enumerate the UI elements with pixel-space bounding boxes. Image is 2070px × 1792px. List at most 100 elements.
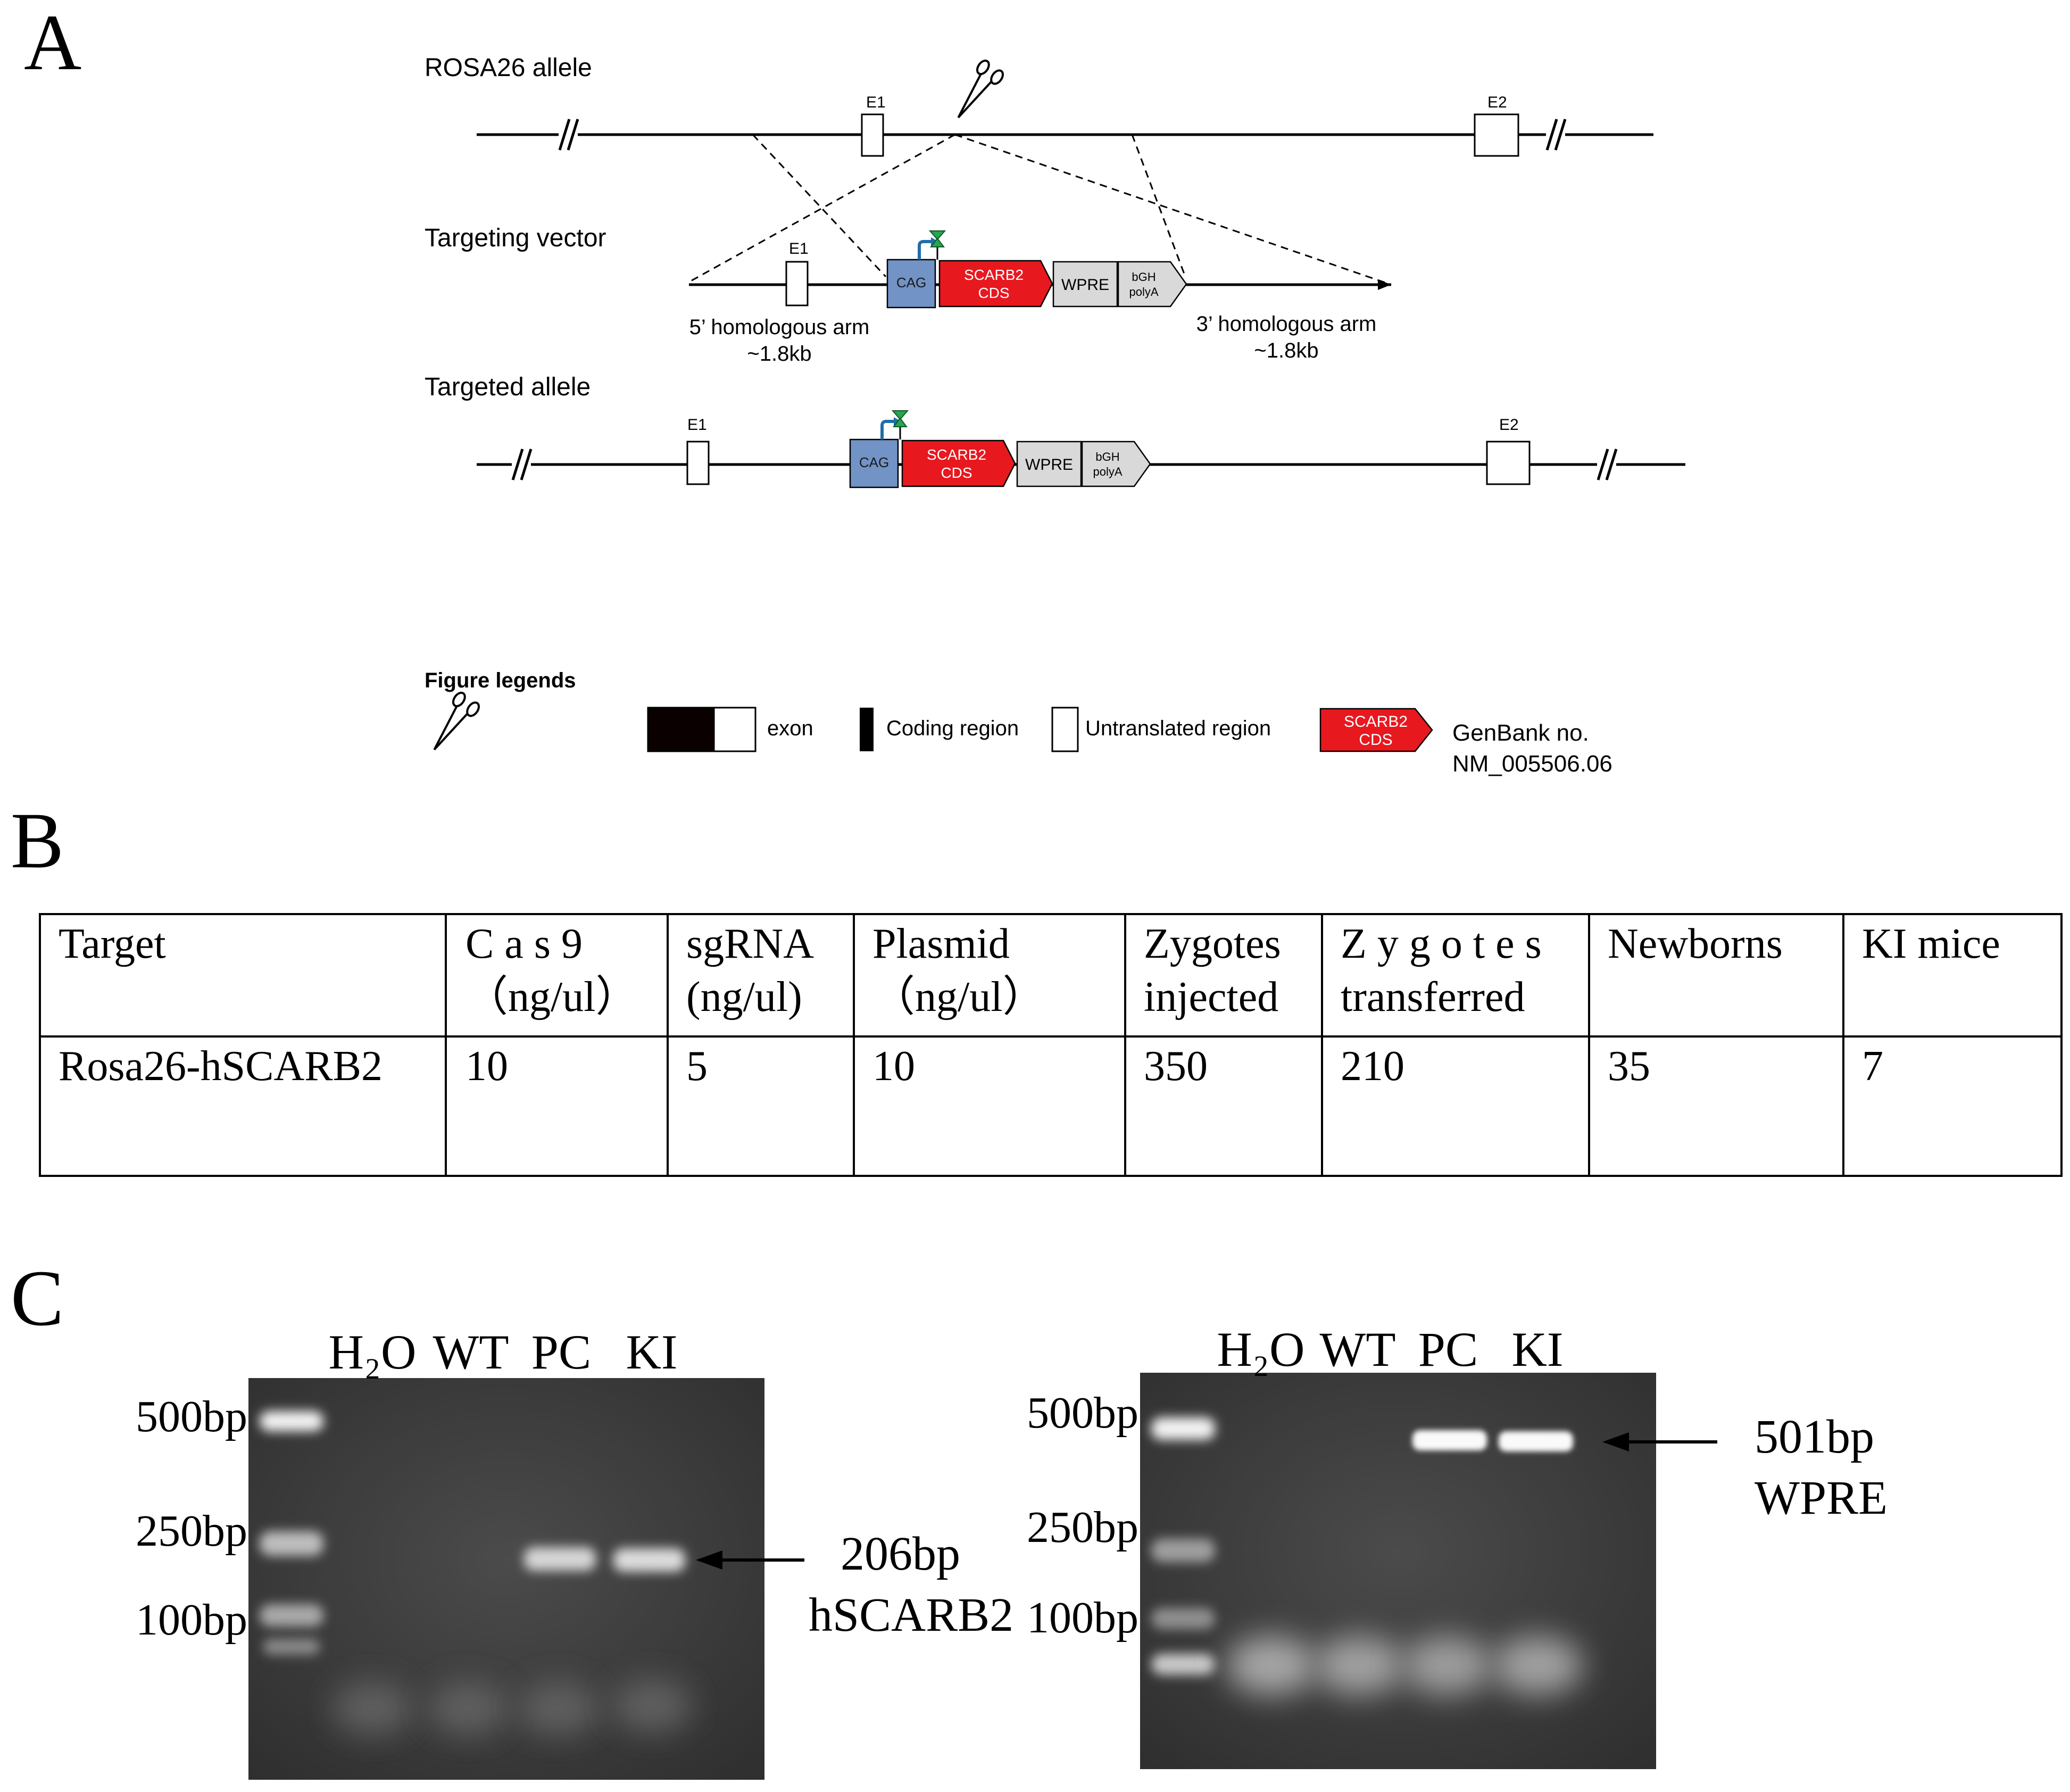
exon-e1-box (785, 261, 809, 306)
gel-left-band-size: 206bp (841, 1528, 960, 1580)
gel-left-marker-500: 500bp (136, 1392, 247, 1441)
wpre-label: WPRE (1061, 276, 1109, 294)
targeting-vector-label: Targeting vector (425, 224, 606, 252)
gel-left-band-ki (613, 1548, 685, 1572)
arm3-label-line1: 3’ homologous arm (1196, 312, 1377, 336)
table-header-zygotes-injected-unit: injected (1144, 974, 1278, 1021)
exon-e1-box (686, 441, 710, 485)
legend-utr-swatch (1051, 707, 1079, 752)
tss-flag-icon (928, 230, 946, 260)
cag-promoter-box (849, 438, 899, 488)
arrow-icon (696, 1550, 804, 1570)
table-cell-sgrna: 5 (686, 1043, 708, 1090)
cds-label-line2: CDS (978, 285, 1009, 301)
polya-label-line2: polyA (1129, 285, 1158, 298)
cag-label: CAG (859, 454, 889, 470)
gel-right-background (1140, 1373, 1656, 1769)
table-cell-target: Rosa26-hSCARB2 (59, 1043, 383, 1090)
gel-right-lane-pc: PC (1418, 1322, 1478, 1376)
tss-flag-icon (891, 410, 909, 439)
polya-label-line1: bGH (1132, 270, 1155, 284)
table-cell-newborns: 35 (1608, 1043, 1650, 1090)
scarb2-cds-box (901, 439, 1016, 487)
legend-coding-swatch (860, 708, 874, 751)
legend-cds-swatch (1319, 708, 1433, 752)
panel-a-letter: A (24, 0, 81, 87)
table-header-cas9: C a s 9 (465, 920, 583, 967)
table-cell-ki-mice: 7 (1862, 1043, 1883, 1090)
exon-e2-box (1486, 441, 1531, 485)
scissors-icon (433, 692, 480, 751)
gel-right-marker-500: 500bp (1027, 1388, 1138, 1438)
gel-left-lane-ki: KI (626, 1325, 677, 1379)
targeting-vector: Targeting vector E1 CAG SCARB2 CDS WPRE … (425, 224, 1391, 366)
cds-label-line1: SCARB2 (964, 267, 1024, 283)
legend-exon-swatch (647, 707, 756, 752)
wpre-box (1052, 261, 1118, 308)
figure-legend: Figure legends exon Coding region Untran… (425, 669, 1612, 777)
legend-title: Figure legends (425, 669, 576, 692)
gel-right: H₂O WT PC KI 500bp 250bp 100bp 501bp WPR… (1027, 1322, 1888, 1769)
table-header-plasmid-unit: （ng/ul） (872, 974, 1045, 1021)
targeted-allele-label: Targeted allele (425, 373, 591, 401)
legend-coding-label: Coding region (886, 717, 1019, 740)
gel-left-band-pc (524, 1547, 596, 1571)
table-header-sgrna-unit: (ng/ul) (686, 974, 802, 1021)
table-header-zygotes-transferred-unit: transferred (1341, 974, 1525, 1021)
cag-label: CAG (896, 275, 926, 291)
table-cell-zygotes-injected: 350 (1144, 1043, 1208, 1090)
exon-e1-label: E1 (687, 416, 707, 434)
rosa26-allele-label: ROSA26 allele (425, 54, 592, 82)
table-header-ki-mice: KI mice (1862, 920, 2000, 967)
gel-left-ladder (260, 1411, 323, 1655)
gel-left-marker-250: 250bp (136, 1506, 247, 1556)
gel-right-marker-250: 250bp (1027, 1503, 1138, 1552)
wpre-box (1016, 441, 1082, 487)
table-cell-cas9: 10 (465, 1043, 508, 1090)
exon-e2-label: E2 (1487, 94, 1507, 111)
gel-right-lane-ki: KI (1511, 1322, 1563, 1376)
gel-right-lane-h2o: H₂O (1217, 1322, 1305, 1376)
gel-right-band-pc (1412, 1430, 1487, 1450)
line-break-mark (511, 449, 533, 480)
gel-left-background (248, 1378, 764, 1780)
table-header-plasmid: Plasmid (872, 920, 1010, 967)
legend-cds-line1: SCARB2 (1344, 713, 1408, 731)
wpre-label: WPRE (1025, 456, 1073, 474)
gel-right-band-size: 501bp (1755, 1411, 1874, 1463)
gel-left-lane-wt: WT (433, 1325, 509, 1379)
line-break-mark (1545, 119, 1567, 151)
homology-dashed-lines (688, 134, 1392, 286)
gel-right-band-name: WPRE (1755, 1472, 1888, 1524)
polya-label-line2: polyA (1093, 465, 1122, 478)
line-break-mark (1597, 449, 1618, 480)
legend-genbank-line2: NM_005506.06 (1452, 751, 1612, 777)
table-header-zygotes-injected: Zygotes (1144, 920, 1281, 967)
exon-e1-label: E1 (866, 94, 886, 111)
gel-left-lane-h2o: H₂O (329, 1325, 417, 1379)
arm5-label-line2: ~1.8kb (747, 342, 811, 366)
targeted-allele: Targeted allele E1 E2 CAG SCARB2 CDS (425, 373, 1685, 488)
exon-e2-box (1474, 113, 1519, 157)
cds-label-line2: CDS (941, 464, 972, 481)
scarb2-cds-box (938, 260, 1053, 308)
table-header-target: Target (59, 920, 166, 967)
legend-genbank-line1: GenBank no. (1452, 720, 1589, 746)
exon-e1-label: E1 (789, 240, 809, 258)
gel-right-band-ki (1499, 1431, 1573, 1451)
gel-left-band-name: hSCARB2 (809, 1589, 1013, 1641)
scissors-icon (957, 60, 1004, 119)
arm5-label-line1: 5’ homologous arm (689, 316, 870, 339)
gel-right-lane-wt: WT (1319, 1322, 1395, 1376)
panel-c-letter: C (11, 1254, 64, 1342)
table-header-newborns: Newborns (1608, 920, 1783, 967)
table-header-zygotes-transferred: Z y g o t e s (1341, 920, 1542, 967)
table-header-sgrna: sgRNA (686, 920, 814, 967)
table-cell-zygotes-transferred: 210 (1341, 1043, 1404, 1090)
polya-label-line1: bGH (1095, 450, 1119, 463)
gel-right-ladder (1151, 1417, 1215, 1675)
legend-exon-label: exon (767, 717, 813, 740)
exon-e1-box (861, 113, 884, 157)
arm3-label-line2: ~1.8kb (1254, 339, 1318, 362)
